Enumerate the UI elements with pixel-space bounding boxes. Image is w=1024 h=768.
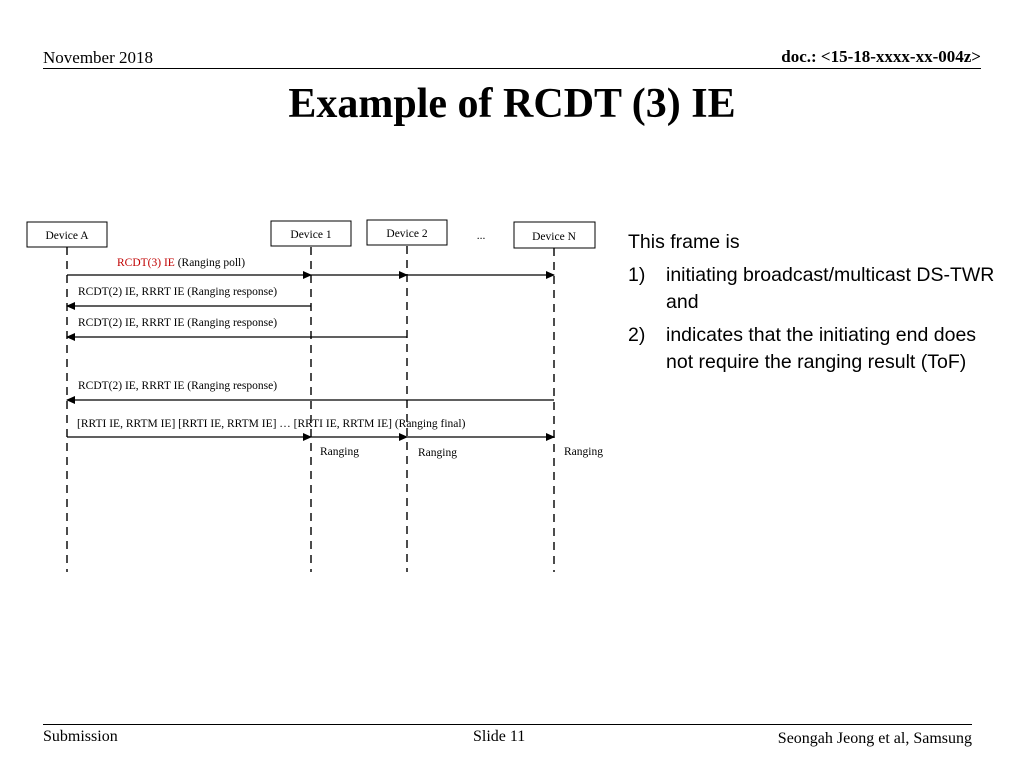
ranging-poll-label: (Ranging poll)	[175, 257, 245, 269]
device-1-label: Device 1	[290, 229, 331, 241]
frame-description-item-2: 2) indicates that the initiating end doe…	[628, 322, 998, 376]
frame-description-intro: This frame is	[628, 231, 740, 253]
response-label-device-1: RCDT(2) IE, RRRT IE (Ranging response)	[78, 286, 277, 298]
footer-submission: Submission	[43, 728, 118, 745]
header-date: November 2018	[43, 48, 154, 67]
frame-description-item-1: 1) initiating broadcast/multicast DS-TWR…	[628, 262, 998, 316]
footer-divider	[43, 724, 972, 725]
device-a-label: Device A	[45, 230, 89, 242]
device-ellipsis: ...	[477, 230, 486, 242]
item-text: initiating broadcast/multicast DS-TWR an…	[666, 264, 995, 313]
device-a-box	[26, 221, 108, 248]
header-doc-id: doc.: <15-18-xxxx-xx-004z>	[781, 47, 981, 66]
frame-description: This frame is 1) initiating broadcast/mu…	[628, 229, 998, 382]
device-2-box	[366, 219, 448, 246]
ranging-label-device-n: Ranging	[564, 446, 603, 458]
footer-authors: Seongah Jeong et al, Samsung	[777, 730, 972, 747]
response-label-device-n: RCDT(2) IE, RRRT IE (Ranging response)	[78, 380, 277, 392]
device-n-label: Device N	[532, 231, 576, 243]
rcdt3-ie-label: RCDT(3) IE	[117, 257, 175, 269]
device-1-box	[270, 220, 352, 247]
item-number: 2)	[628, 324, 646, 346]
device-2-label: Device 2	[386, 228, 427, 240]
header-divider	[43, 68, 981, 69]
footer-slide-number: Slide 11	[473, 728, 526, 745]
ranging-label-device-2: Ranging	[418, 447, 457, 459]
device-n-box	[513, 221, 596, 249]
item-number: 1)	[628, 264, 646, 286]
final-message-label: [RRTI IE, RRTM IE] [RRTI IE, RRTM IE] … …	[77, 418, 466, 430]
poll-message-label: RCDT(3) IE (Ranging poll)	[117, 257, 245, 269]
response-label-device-2: RCDT(2) IE, RRRT IE (Ranging response)	[78, 317, 277, 329]
slide-title: Example of RCDT (3) IE	[288, 81, 736, 127]
ranging-label-device-1: Ranging	[320, 446, 359, 458]
item-text: indicates that the initiating end does n…	[666, 324, 977, 373]
